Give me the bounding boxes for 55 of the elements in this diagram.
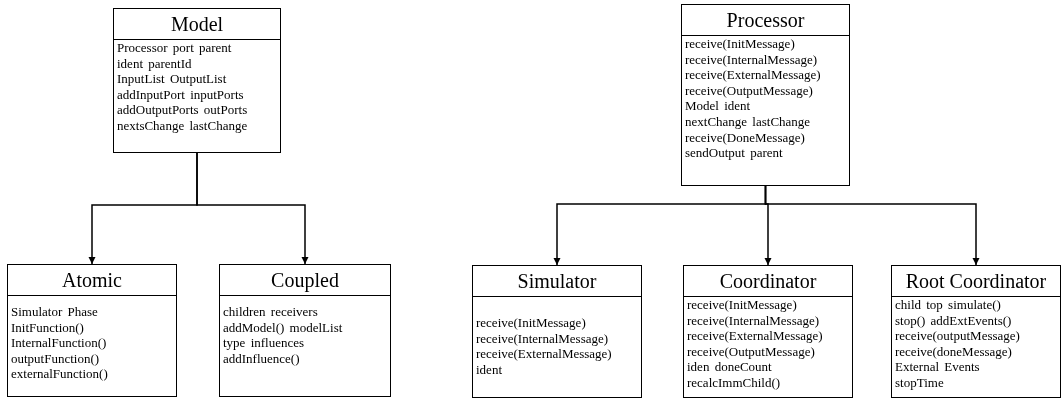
class-member: receive(doneMessage): [894, 343, 1013, 360]
class-name: Root Coordinator: [892, 266, 1060, 297]
class-member: receive(DoneMessage): [684, 129, 806, 146]
class-member: type influences: [222, 335, 306, 351]
class-member: addInputPort inputPorts: [116, 86, 245, 103]
class-member: addOutputPorts outPorts: [116, 102, 249, 118]
class-name: Coupled: [220, 265, 390, 296]
class-box: [219, 264, 391, 397]
class-member: receive(OutputMessage): [686, 343, 816, 360]
class-member: receive(InternalMessage): [475, 330, 610, 347]
class-member: iden doneCount: [686, 359, 773, 375]
class-name: Atomic: [8, 265, 176, 296]
class-member: addModel() modelList: [222, 319, 344, 336]
class-member: receive(InternalMessage): [686, 312, 821, 329]
inheritance-arrow: [764, 185, 980, 266]
class-member: External Events: [894, 359, 981, 375]
inheritance-arrow: [196, 152, 309, 265]
class-member: receive(ExternalMessage): [686, 328, 824, 344]
class-box: [681, 4, 850, 186]
class-name: Model: [114, 9, 280, 40]
class-box: [472, 265, 642, 398]
class-member: receive(InitMessage): [686, 297, 798, 313]
class-box: [683, 265, 853, 398]
class-member: stopTime: [894, 374, 945, 391]
class-member: InitFunction(): [10, 319, 85, 336]
class-member: Simulator Phase: [10, 304, 99, 320]
class-member: ident: [475, 361, 503, 378]
class-member: receive(ExternalMessage): [684, 67, 822, 83]
class-name: Processor: [682, 5, 849, 36]
class-member: nextsChange lastChange: [116, 117, 249, 134]
class-box: [891, 265, 1061, 398]
class-member: Processor port parent: [116, 40, 233, 56]
class-member: ident parentId: [116, 55, 193, 72]
class-member: InputList OutputList: [116, 71, 228, 87]
class-member: receive(outputMessage): [894, 328, 1021, 344]
class-member: sendOutput parent: [684, 145, 784, 161]
class-member: externalFunction(): [10, 366, 109, 382]
class-member: outputFunction(): [10, 350, 101, 367]
class-member: child top simulate(): [894, 297, 1002, 313]
class-member: receive(InitMessage): [684, 36, 796, 52]
class-member: addInfluence(): [222, 350, 301, 367]
class-member: InternalFunction(): [10, 335, 108, 351]
class-name: Coordinator: [684, 266, 852, 297]
class-member: receive(InitMessage): [475, 315, 587, 331]
class-member: recalcImmChild(): [686, 374, 782, 391]
class-member: nextChange lastChange: [684, 113, 812, 130]
class-box: [7, 264, 177, 397]
class-name: Simulator: [473, 266, 641, 297]
class-member: Model ident: [684, 98, 752, 114]
class-member: stop() addExtEvents(): [894, 312, 1013, 329]
class-member: receive(OutputMessage): [684, 82, 814, 99]
class-member: receive(InternalMessage): [684, 51, 819, 68]
class-member: children receivers: [222, 304, 319, 320]
class-box: [113, 8, 281, 153]
class-member: receive(ExternalMessage): [475, 346, 613, 362]
